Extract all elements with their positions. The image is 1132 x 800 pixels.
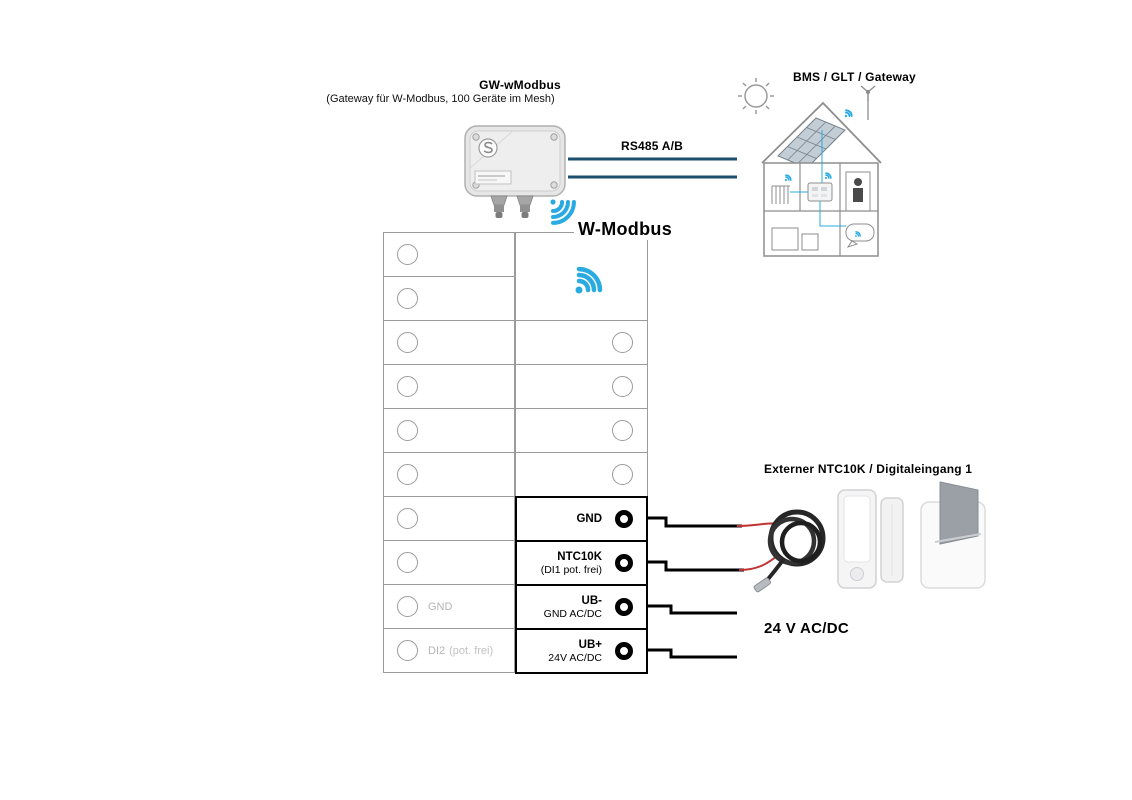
terminal-screw [397, 552, 418, 573]
terminal-connector-dot [615, 642, 633, 660]
terminal-screw [397, 376, 418, 397]
ntc-sensor-image [736, 509, 826, 593]
terminal-ntc10k: NTC10K (DI1 pot. frei) [515, 540, 648, 586]
terminal-row [383, 408, 515, 453]
terminal-row-gnd: GND [383, 584, 515, 629]
cable-gland [490, 195, 508, 218]
furniture-icon [771, 227, 819, 251]
power-supply-label: 24 V AC/DC [764, 620, 849, 637]
cable-gland [516, 195, 534, 218]
wire-gnd [634, 516, 742, 528]
terminal-screw [612, 464, 633, 485]
terminal-screw [397, 596, 418, 617]
bms-house-illustration [738, 78, 882, 257]
terminal-screw [397, 640, 418, 661]
terminal-left-column: GND DI2(pot. frei) [383, 232, 515, 674]
wifi-signal-icon [784, 174, 792, 182]
terminal-row [515, 364, 648, 409]
external-devices-label: Externer NTC10K / Digitaleingang 1 [764, 462, 973, 476]
wind-turbine-icon [860, 85, 876, 120]
terminal-connector-dot [615, 510, 633, 528]
terminal-screw [397, 244, 418, 265]
wmodbus-label: W-Modbus [574, 219, 677, 240]
bms-glt-gateway-label: BMS / GLT / Gateway [793, 70, 916, 84]
roof [761, 101, 882, 164]
terminal-row [515, 408, 648, 453]
terminal-text: UB+ 24V AC/DC [548, 638, 602, 664]
terminal-connector-dot [615, 554, 633, 572]
solar-panel [777, 117, 846, 169]
terminal-row [515, 452, 648, 497]
terminal-ub-minus: UB- GND AC/DC [515, 584, 648, 630]
terminal-screw [397, 464, 418, 485]
terminal-row [383, 276, 515, 321]
wire-ntc10k [634, 560, 744, 572]
terminal-ub-plus: UB+ 24V AC/DC [515, 628, 648, 674]
ss-logo-icon [478, 138, 498, 158]
terminal-row [383, 364, 515, 409]
radiator-icon [771, 185, 790, 204]
device-label [474, 170, 512, 185]
terminal-row [383, 452, 515, 497]
network-lines [790, 130, 846, 227]
terminal-screw [612, 332, 633, 353]
gateway-subtitle: (Gateway für W-Modbus, 100 Geräte im Mes… [326, 93, 555, 105]
wifi-signal-icon [844, 109, 853, 118]
terminal-row [383, 232, 515, 277]
terminal-gnd: GND [515, 496, 648, 542]
gateway-title: GW-wModbus [479, 78, 561, 92]
terminal-screw [397, 332, 418, 353]
terminal-screw [612, 376, 633, 397]
wire-ub-minus [634, 604, 737, 615]
terminal-row [515, 320, 648, 365]
terminal-screw [612, 420, 633, 441]
terminal-row [383, 320, 515, 365]
terminal-right-column: GND NTC10K (DI1 pot. frei) UB- GND AC/DC… [515, 232, 648, 674]
person-icon [845, 171, 871, 212]
terminal-screw [397, 508, 418, 529]
door-contact-image [837, 489, 904, 589]
controller-icon [807, 182, 833, 202]
terminal-row [383, 540, 515, 585]
wifi-signal-icon [575, 266, 603, 294]
wire-ub-plus [634, 648, 737, 659]
wifi-signal-icon [550, 199, 576, 225]
key-card-switch-image [920, 481, 986, 589]
terminal-screw [397, 288, 418, 309]
terminal-connector-dot [615, 598, 633, 616]
gateway-device-image [464, 125, 576, 225]
terminal-text: UB- GND AC/DC [543, 594, 602, 620]
speech-bubble-icon [845, 223, 875, 248]
rs485-label: RS485 A/B [620, 139, 684, 153]
terminal-text: GND [576, 512, 602, 525]
terminal-row [383, 496, 515, 541]
terminal-row-di2: DI2(pot. frei) [383, 628, 515, 673]
sun-icon [738, 78, 774, 114]
external-devices-images [736, 481, 986, 593]
terminal-text: NTC10K (DI1 pot. frei) [540, 550, 602, 576]
terminal-screw [397, 420, 418, 441]
wifi-signal-icon [824, 172, 832, 180]
